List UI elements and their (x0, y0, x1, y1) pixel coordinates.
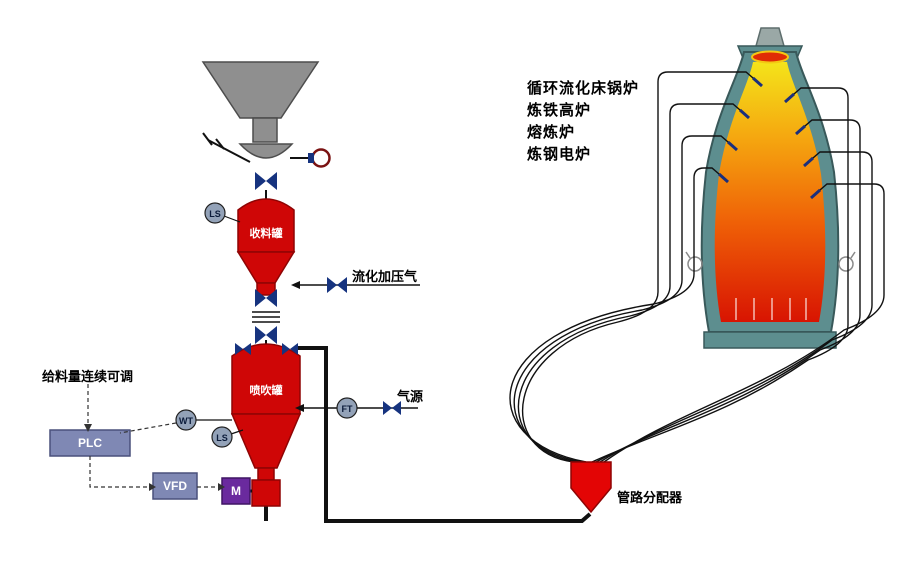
funnel-neck (252, 117, 278, 143)
ft-tag: FT (342, 404, 353, 414)
tank2-cone (230, 413, 302, 469)
instrument-wt: WT (175, 409, 232, 431)
funnel (201, 61, 320, 119)
fluidizing-gas-line (291, 277, 420, 293)
injection-lance-tips (718, 76, 821, 200)
upper-dome-valve (255, 289, 277, 307)
funnel-bowl (238, 143, 294, 159)
gas-source-line: FT (295, 397, 418, 419)
tank1-body (237, 198, 295, 253)
feed-pipe-left-2 (517, 103, 748, 463)
feed-pipe-left-1 (521, 71, 761, 463)
handwheel-valve-body (308, 153, 314, 163)
furnace-lug-right (838, 251, 856, 272)
tank1-neck (256, 282, 276, 296)
inlet-valve (255, 172, 277, 190)
furnace-melt (714, 62, 826, 322)
rotary-feeder (251, 479, 281, 507)
gas-source-valve (383, 401, 401, 415)
gas-arrowhead (291, 281, 300, 289)
furnace-mouth (751, 50, 789, 64)
control-arrowheads (84, 424, 225, 491)
application-list: 循环流化床锅炉 炼铁高炉 熔炼炉 炼钢电炉 (527, 78, 639, 166)
pipe-fan (509, 71, 885, 463)
tank2-label: 喷吹罐 (250, 383, 283, 397)
tank1-cone (236, 251, 296, 284)
furnace (685, 27, 856, 349)
receiving-tank: 收料罐 (236, 172, 296, 296)
application-item-cfb-boiler: 循环流化床锅炉 (527, 80, 640, 97)
feed-rate-note-label: 给料量连续可调 (42, 369, 134, 384)
application-item-electric-arc-furnace: 炼钢电炉 (527, 146, 592, 163)
injection-tank: 喷吹罐 (230, 343, 302, 481)
plc-label: PLC (78, 436, 102, 450)
handwheel (311, 148, 331, 168)
vfd-label: VFD (163, 479, 187, 493)
fluidizing-gas-label: 流化加压气 (352, 269, 418, 284)
shoulder-valve-right (282, 343, 298, 355)
ls-bottom-tag: LS (216, 433, 228, 443)
shoulder-valve-left (235, 343, 251, 355)
ls-top-tag: LS (209, 209, 221, 219)
slanted-inlet-pipe (207, 139, 251, 163)
inlet-end-cap (202, 132, 213, 146)
inter-tank-valves (252, 289, 280, 348)
control-system: PLC VFD (49, 384, 225, 500)
tank2-neck (257, 467, 275, 481)
inlet-flange (215, 138, 225, 150)
tank1-label: 收料罐 (250, 226, 283, 240)
furnace-chimney (755, 27, 785, 47)
fluidizing-gas-valve (327, 277, 347, 293)
tank2-body (231, 343, 301, 415)
feed-hopper (201, 61, 331, 168)
furnace-lug-left (685, 251, 703, 272)
vfd-box (152, 472, 198, 500)
distributor-label: 管路分配器 (617, 490, 683, 505)
plc-box (49, 429, 131, 457)
wt-tag: WT (179, 416, 193, 426)
feed-pipe-left-3 (513, 135, 736, 463)
furnace-highlight-streaks (735, 298, 807, 320)
gas-source-arrowhead (295, 404, 304, 412)
main-conveying-pipe (264, 346, 592, 523)
lower-dome-valve (255, 326, 277, 344)
feed-pipe-right-1 (591, 87, 849, 463)
feed-pipe-right-2 (595, 119, 861, 463)
application-item-smelting-furnace: 熔炼炉 (527, 124, 576, 141)
gas-source-label: 气源 (397, 389, 424, 404)
control-signal-lines (87, 384, 219, 488)
application-item-blast-furnace: 炼铁高炉 (527, 102, 592, 119)
feed-pipe-right-3 (599, 151, 873, 463)
furnace-base (703, 331, 837, 349)
motor-label: M (231, 484, 241, 498)
motor-box (221, 477, 251, 505)
expansion-bellows (252, 311, 280, 323)
feed-pipe-left-4 (509, 167, 727, 463)
pipe-distributor (570, 461, 612, 514)
instrument-ls-bottom: LS (211, 426, 244, 448)
instrument-ls-top: LS (204, 202, 241, 224)
feed-pipe-right-4 (603, 183, 885, 463)
